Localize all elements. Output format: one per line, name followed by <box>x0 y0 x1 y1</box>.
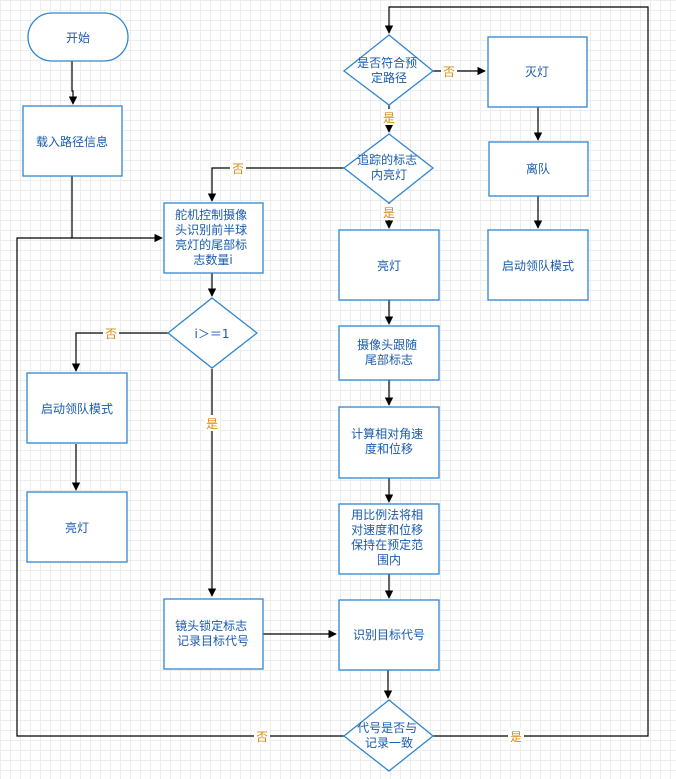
start-label: 开始 <box>66 31 90 45</box>
edge-start-load <box>68 61 78 105</box>
start-lead-left-label: 启动领队模式 <box>41 401 113 416</box>
cond-code-label: 代号是否与 记录一致 <box>357 721 421 750</box>
edge-label-i-yes: 是 <box>206 417 218 431</box>
start-lead-right-label: 启动领队模式 <box>502 258 574 273</box>
light-on-left-label: 亮灯 <box>65 520 89 535</box>
cond-i-label: i＞＝1 <box>195 327 230 341</box>
camera-follow-box <box>338 325 440 381</box>
leave-label: 离队 <box>526 161 550 176</box>
edge-label-tail-no: 否 <box>232 162 244 176</box>
edge-load-servo <box>71 176 163 243</box>
edge-label-path-no: 否 <box>443 65 455 79</box>
edge-labels: 否 是 否 是 否 是 否 是 <box>103 63 524 744</box>
cond-tail-diamond <box>342 133 435 204</box>
edge-i-no <box>71 332 168 372</box>
cond-code-diamond <box>342 699 435 772</box>
edge-label-path-yes: 是 <box>383 111 395 125</box>
edge-label-tail-yes: 是 <box>383 206 395 220</box>
load-path-box <box>22 105 123 177</box>
load-path-label: 载入路径信息 <box>36 134 108 149</box>
cond-tail-label: 追踪的标志 内亮灯 <box>357 152 421 182</box>
servo-detect-box <box>163 202 264 274</box>
light-on-left-box <box>26 491 128 563</box>
start-lead-left-box <box>26 372 128 444</box>
proportional-box <box>338 503 440 575</box>
identify-label: 识别目标代号 <box>353 628 425 642</box>
edge-code-no <box>16 237 344 737</box>
lock-record-box <box>163 598 264 670</box>
edge-label-i-no: 否 <box>105 327 117 341</box>
leave-box <box>488 141 589 197</box>
start-lead-right-box <box>487 229 589 301</box>
edge-code-yes <box>384 6 649 737</box>
camera-follow-label: 摄像头跟随 尾部标志 <box>357 337 421 367</box>
edge-label-code-yes: 是 <box>510 730 522 744</box>
edge-tail-no <box>207 167 344 202</box>
compute-label: 计算相对角速 度和位移 <box>351 426 427 456</box>
cond-i-diamond <box>166 297 259 369</box>
light-on-mid-box <box>338 229 440 301</box>
identify-box <box>338 599 440 671</box>
compute-box <box>338 406 440 479</box>
light-off-box <box>487 36 588 108</box>
cond-path-label: 是否符合预 定路径 <box>357 55 421 85</box>
lock-record-label: 镜头锁定标志 记录目标代号 <box>175 618 251 648</box>
cond-path-diamond <box>342 34 435 106</box>
light-on-mid-label: 亮灯 <box>377 258 401 273</box>
servo-detect-label: 舵机控制摄像 头识别前半球 亮灯的尾部标 志数量i <box>175 207 251 267</box>
light-off-label: 灭灯 <box>525 65 549 79</box>
edge-label-code-no: 否 <box>256 730 268 744</box>
nodes: 开始 载入路径信息 舵机控制摄像 头识别前半球 亮灯的尾部标 志数量i i＞＝1… <box>22 12 589 772</box>
start-terminator <box>27 12 129 62</box>
proportional-label: 用比例法将相 对速度和位移 保持在预定范 围内 <box>351 508 427 567</box>
